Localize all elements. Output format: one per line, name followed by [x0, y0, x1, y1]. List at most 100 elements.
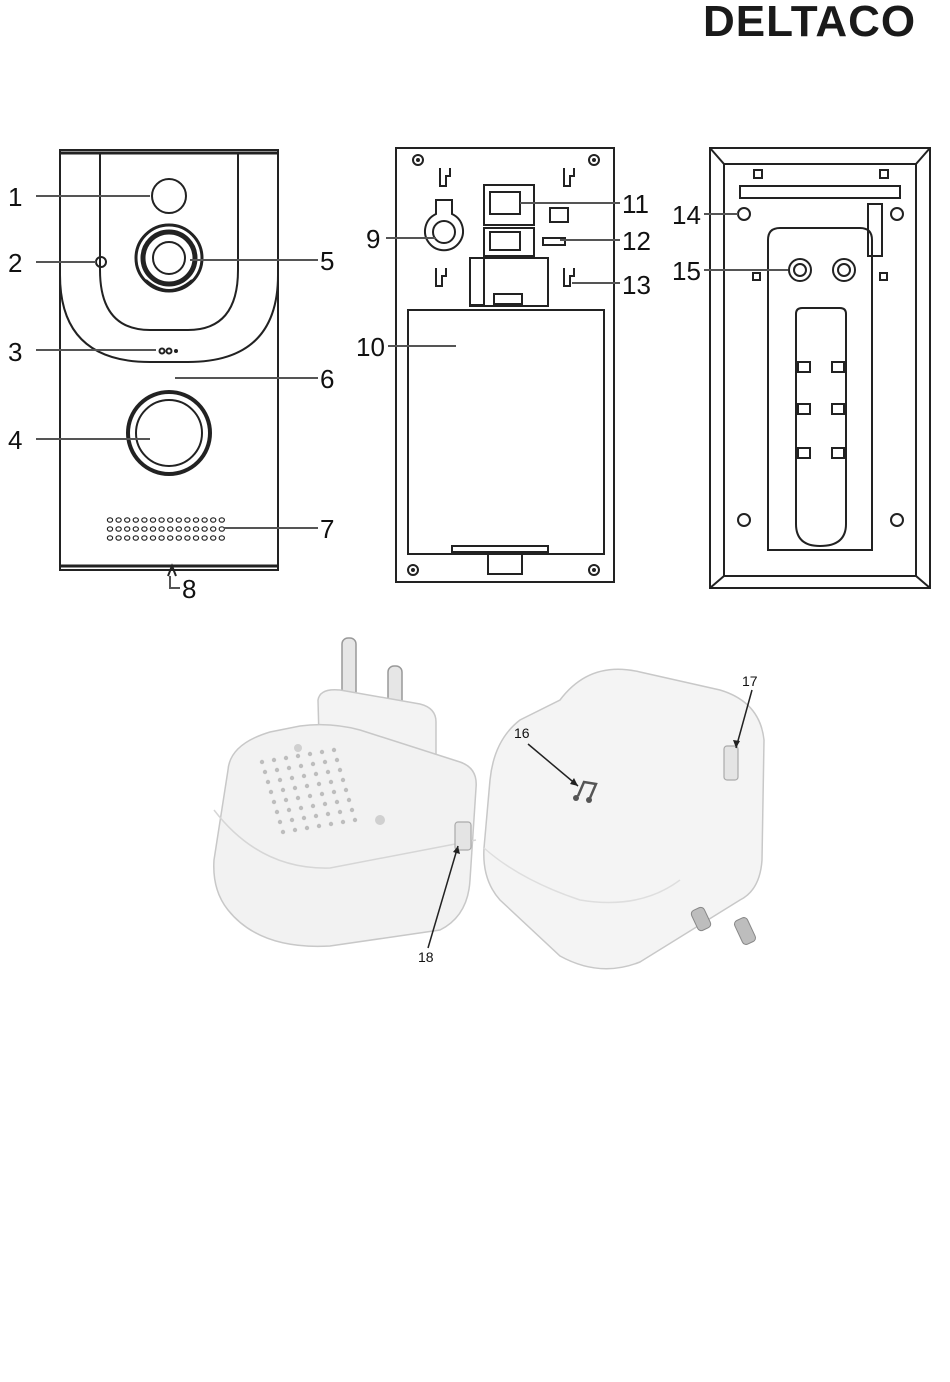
doorbell-front-view: [60, 150, 278, 576]
chime-speaker-hole: [293, 828, 297, 832]
speaker-hole: [142, 536, 147, 540]
callout-8: 8: [182, 574, 196, 604]
callout-3: 3: [8, 337, 22, 367]
chime-speaker-hole: [272, 800, 276, 804]
chime-body: [214, 725, 476, 947]
chime-volume-button: [455, 822, 471, 850]
speaker-hole: [211, 527, 216, 531]
speaker-hole: [202, 527, 207, 531]
speaker-hole: [150, 527, 155, 531]
speaker-hole: [168, 527, 173, 531]
chime-speaker-hole: [311, 804, 315, 808]
chime-speaker-hole: [278, 778, 282, 782]
callout-17: 17: [742, 673, 758, 689]
callout-7: 7: [320, 514, 334, 544]
chime-speaker-hole: [272, 758, 276, 762]
chime-speaker-hole: [281, 788, 285, 792]
chime-speaker-hole: [305, 784, 309, 788]
chime-speaker-hole: [293, 786, 297, 790]
speaker-hole: [176, 536, 181, 540]
chime-speaker-hole: [275, 810, 279, 814]
speaker-hole: [133, 527, 138, 531]
speaker-hole: [125, 536, 130, 540]
chime-speaker-hole: [281, 830, 285, 834]
chime-speaker-hole: [332, 748, 336, 752]
speaker-hole: [133, 518, 138, 522]
pir-sensor: [152, 179, 186, 213]
chime-speaker-hole: [347, 798, 351, 802]
chime-speaker-hole: [302, 774, 306, 778]
camera-lens-inner: [153, 242, 185, 274]
chime-speaker-hole: [338, 810, 342, 814]
callout-11: 11: [622, 189, 649, 219]
speaker-hole: [142, 518, 147, 522]
chime-speaker-hole: [344, 788, 348, 792]
speaker-hole: [133, 536, 138, 540]
chime-speaker-hole: [320, 750, 324, 754]
callout-16: 16: [514, 725, 530, 741]
callout-13: 13: [622, 270, 651, 300]
chime-speaker-hole: [263, 770, 267, 774]
chime-speaker-hole: [350, 808, 354, 812]
callout-6: 6: [320, 364, 334, 394]
chime-speaker-hole: [341, 778, 345, 782]
chime-speaker-hole: [335, 758, 339, 762]
speaker-hole: [176, 527, 181, 531]
speaker-hole: [219, 536, 224, 540]
chime-unit-right: [484, 669, 764, 969]
speaker-hole: [150, 518, 155, 522]
speaker-hole: [125, 518, 130, 522]
chime-body-front: [484, 669, 764, 969]
chime-speaker-hole: [335, 800, 339, 804]
speaker-hole: [159, 518, 164, 522]
speaker-hole: [185, 527, 190, 531]
speaker-hole: [193, 518, 198, 522]
callout-1: 1: [8, 182, 22, 212]
chime-speaker-hole: [260, 760, 264, 764]
chime-speaker-hole: [290, 818, 294, 822]
chime-speaker-hole: [326, 812, 330, 816]
chime-speaker-hole: [341, 820, 345, 824]
chime-speaker-hole: [290, 776, 294, 780]
chime-speaker-hole: [305, 826, 309, 830]
speaker-hole: [193, 527, 198, 531]
chime-speaker-hole: [311, 762, 315, 766]
speaker-hole: [142, 527, 147, 531]
chime-speaker-hole: [296, 754, 300, 758]
chime-speaker-hole: [323, 760, 327, 764]
speaker-hole: [107, 527, 112, 531]
speaker-hole: [185, 518, 190, 522]
callout-2: 2: [8, 248, 22, 278]
callout-14: 14: [672, 200, 701, 230]
chime-speaker-hole: [284, 798, 288, 802]
chime-speaker-hole: [353, 818, 357, 822]
chime-speaker-hole: [287, 808, 291, 812]
mounting-bracket-view: [710, 148, 930, 588]
callout-9: 9: [366, 224, 380, 254]
chime-speaker-hole: [314, 772, 318, 776]
speaker-hole: [150, 536, 155, 540]
chime-speaker-hole: [284, 756, 288, 760]
chime-speaker-hole: [299, 806, 303, 810]
speaker-hole: [116, 527, 121, 531]
callout-10: 10: [356, 332, 385, 362]
speaker-hole: [107, 518, 112, 522]
doorbell-back-view: [396, 148, 614, 582]
speaker-hole: [219, 527, 224, 531]
chime-speaker-hole: [275, 768, 279, 772]
chime-speaker-hole: [308, 752, 312, 756]
chime-speaker-hole: [278, 820, 282, 824]
callout-4: 4: [8, 425, 22, 455]
speaker-hole: [125, 527, 130, 531]
callout-12: 12: [622, 226, 651, 256]
speaker-hole: [159, 536, 164, 540]
speaker-hole: [211, 518, 216, 522]
chime-speaker-hole: [326, 770, 330, 774]
bracket-slot: [796, 308, 846, 546]
chime-unit-left: [214, 638, 476, 946]
chime-speaker-hole: [329, 780, 333, 784]
speaker-hole: [219, 518, 224, 522]
callout-15: 15: [672, 256, 701, 286]
bracket-outer: [710, 148, 930, 588]
chime-speaker-hole: [338, 768, 342, 772]
